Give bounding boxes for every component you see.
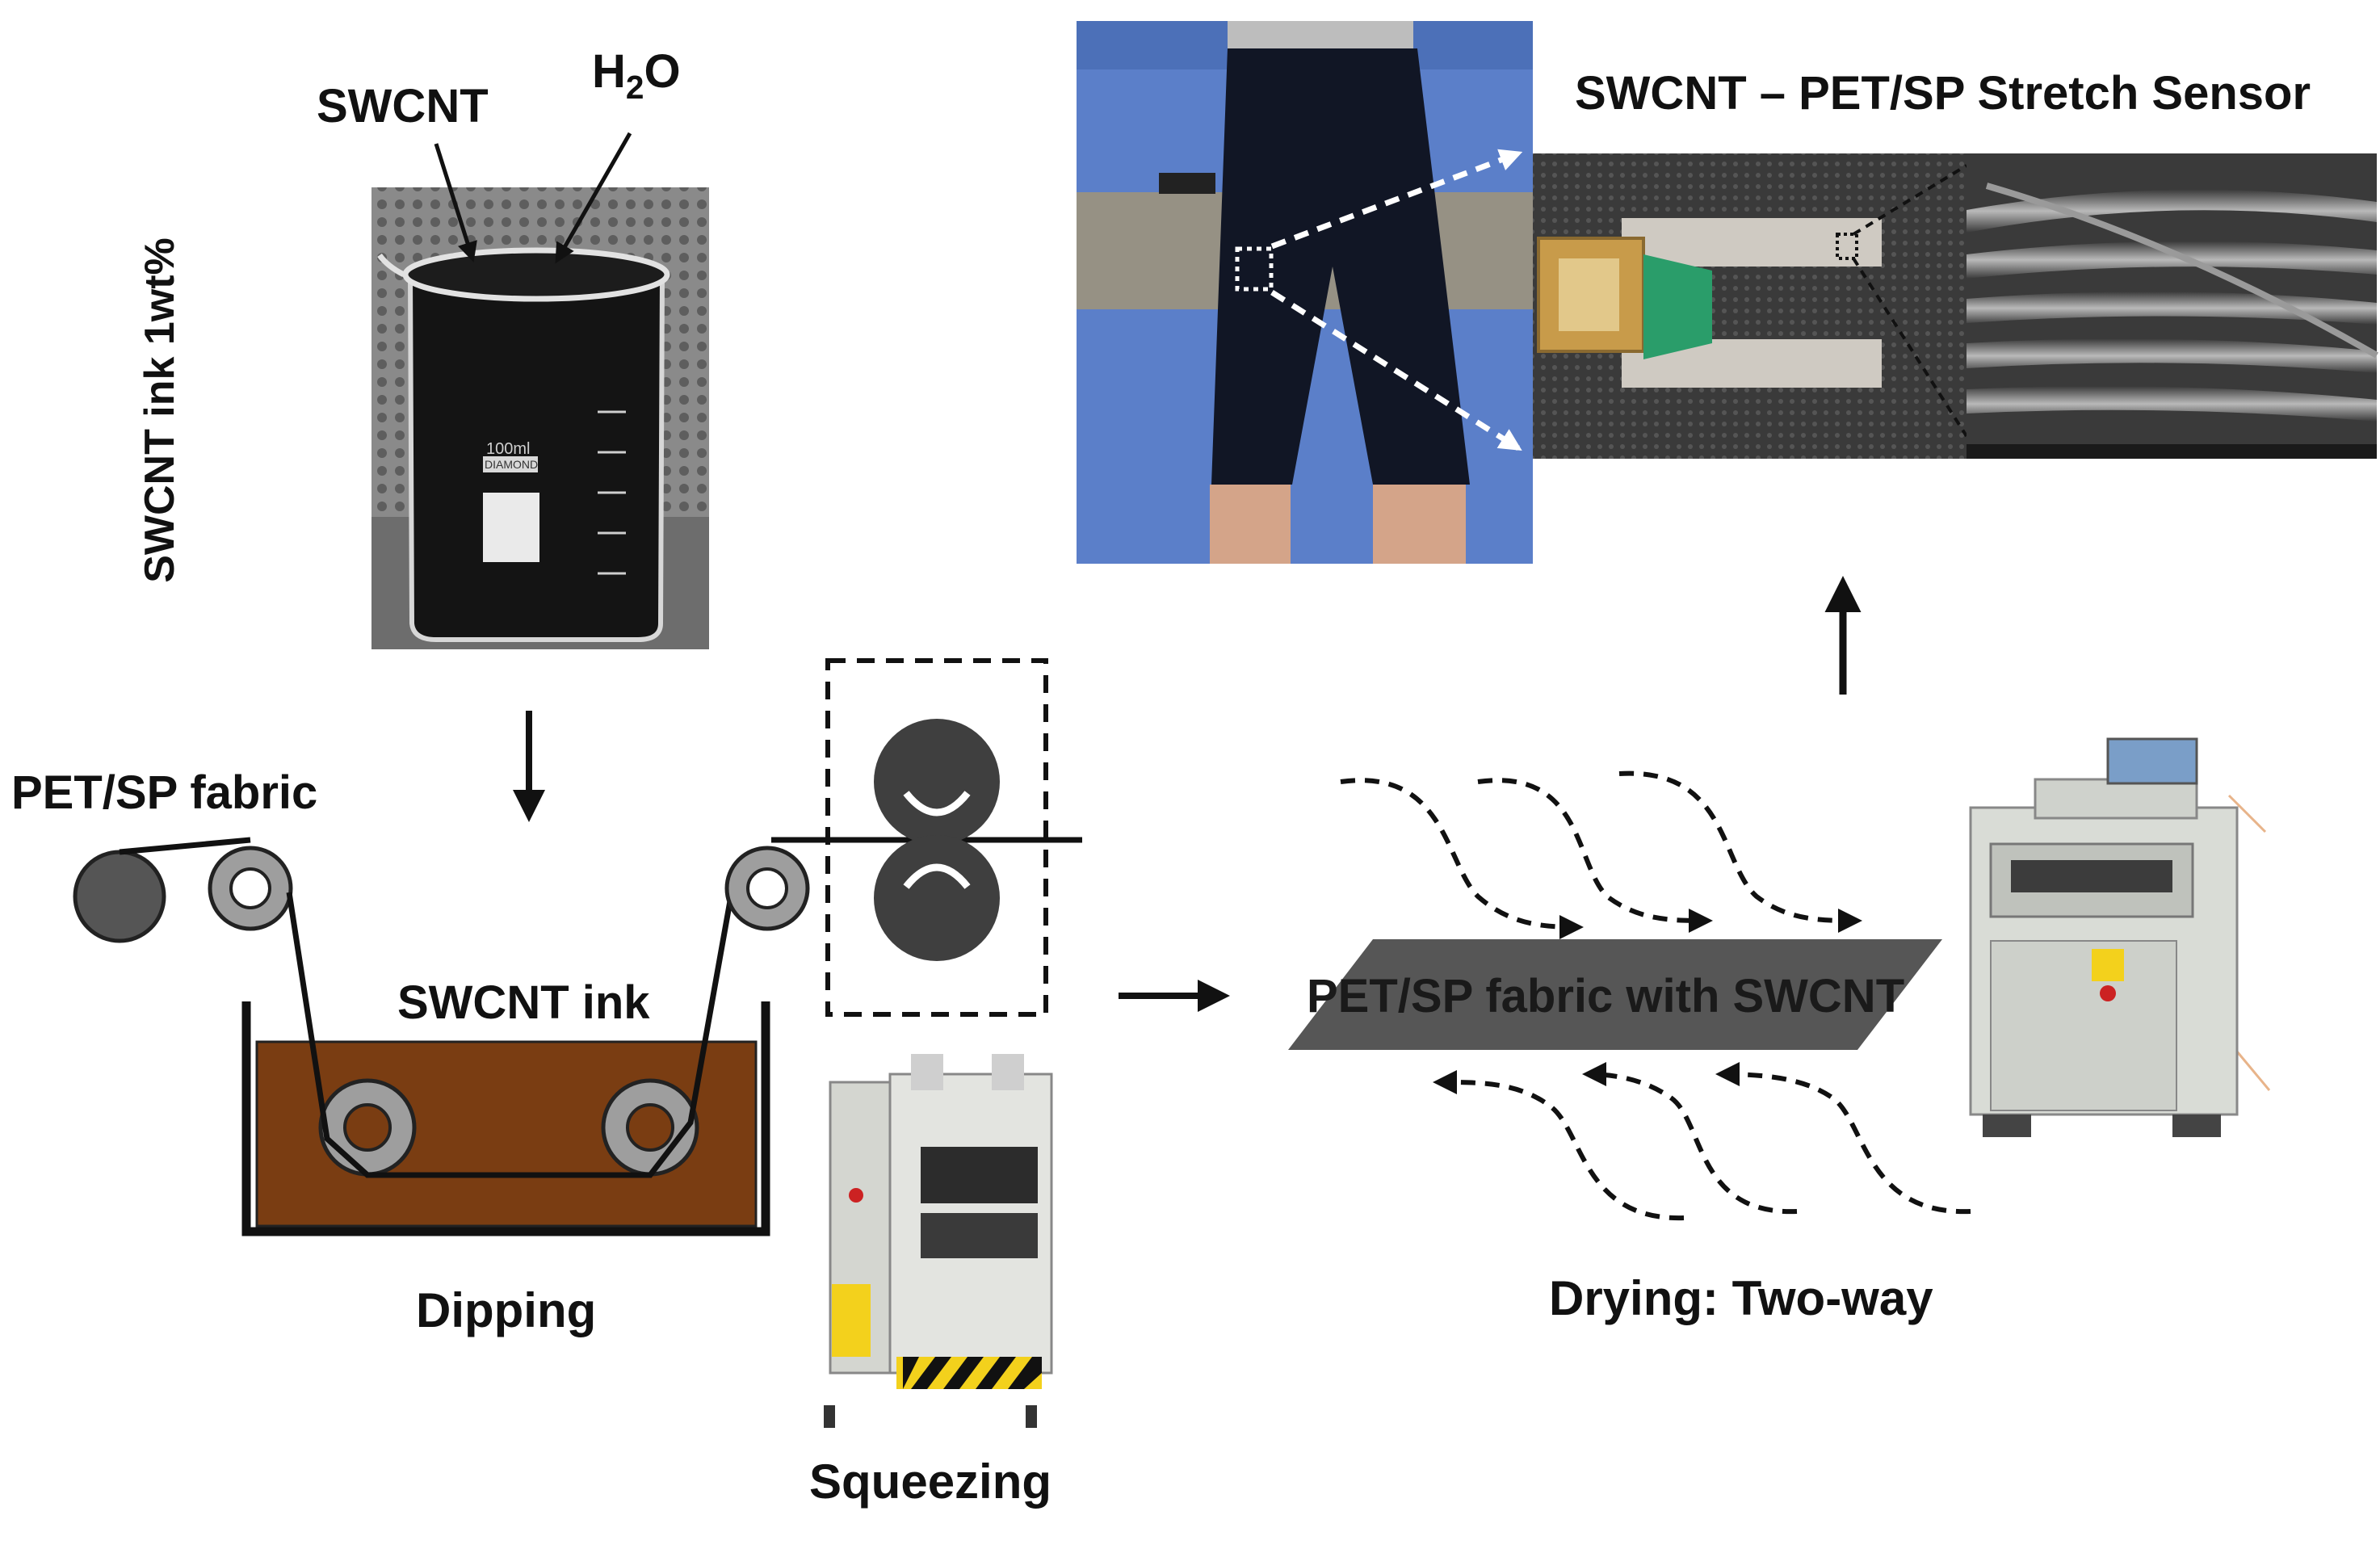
- h2o-h: H: [592, 45, 626, 98]
- h2o-o: O: [644, 45, 681, 98]
- dryer-machine: [1969, 737, 2271, 1137]
- swcnt-pointer: [434, 143, 477, 262]
- drying-schematic: [1288, 770, 1971, 1221]
- squeeze-roller-top: [874, 719, 1000, 845]
- drying-caption: Drying: Two-way: [1549, 1271, 1933, 1325]
- squeezing-machine: [824, 1054, 1053, 1428]
- leg-photo: [1077, 21, 1533, 564]
- ink-bath: [241, 1001, 770, 1236]
- sem-fiber-image: [1967, 153, 2378, 459]
- zoom-line-upper: [1270, 149, 1523, 250]
- beaker-swcnt-label: SWCNT: [317, 80, 489, 132]
- beaker-brand-plate: [483, 456, 538, 472]
- beaker-photo: [371, 187, 709, 649]
- dipping-schematic: [73, 837, 1082, 1236]
- h2o-pointer: [555, 132, 632, 264]
- squeeze-rollers: [825, 658, 1048, 1017]
- squeeze-box: [825, 658, 1048, 1017]
- fabric-with-swcnt-label: PET/SP fabric with SWCNT: [1307, 970, 1905, 1022]
- fabric-line: [119, 837, 251, 855]
- squeezing-caption: Squeezing: [809, 1455, 1052, 1509]
- beaker-volume-text: 100ml: [486, 440, 531, 458]
- dipping-caption: Dipping: [416, 1283, 597, 1337]
- zoom-line-lower: [1270, 290, 1522, 451]
- airflow-lower: [1433, 1062, 1971, 1221]
- fabric-path: [286, 892, 734, 1178]
- fabric-roll: [73, 850, 166, 943]
- h2o-subscript: 2: [625, 69, 644, 107]
- beaker-brand-text: DIAMOND: [485, 458, 539, 471]
- pet-sp-fabric-label: PET/SP fabric: [11, 766, 318, 819]
- beaker-h2o-label: H2O: [592, 44, 681, 106]
- sensor-location-box: [1235, 246, 1274, 292]
- fabric-sheet: [1288, 939, 1942, 1050]
- swcnt-ink-label: SWCNT ink: [397, 976, 650, 1029]
- airflow-upper: [1340, 770, 1862, 939]
- squeeze-roller-bottom: [874, 835, 1000, 961]
- stretch-sensor-title: SWCNT – PET/SP Stretch Sensor: [1575, 67, 2311, 120]
- swcnt-ink-concentration-label: SWCNT ink 1wt%: [136, 237, 183, 583]
- flex-connector: [1643, 254, 1712, 359]
